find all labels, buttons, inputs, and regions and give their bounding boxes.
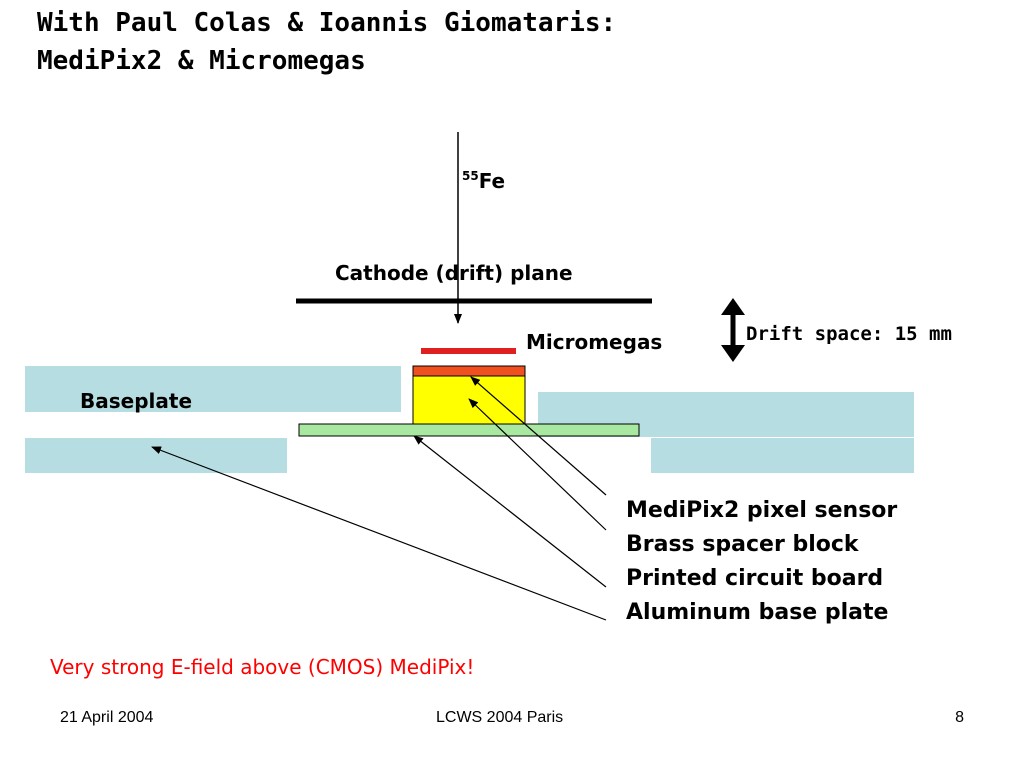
fe55-label: 55Fe	[462, 169, 505, 193]
micromegas-label: Micromegas	[526, 330, 662, 354]
cathode-label: Cathode (drift) plane	[335, 261, 573, 285]
title-line-1: With Paul Colas & Ioannis Giomataris:	[37, 8, 617, 38]
brass-spacer-block	[412, 375, 526, 425]
baseplate-block-lower-left	[25, 438, 287, 473]
legend-item-spacer: Brass spacer block	[626, 532, 859, 557]
pointer-pcb	[413, 435, 607, 588]
fe55-element: Fe	[479, 169, 505, 193]
baseplate-block-lower-right	[651, 438, 914, 473]
drift-space-arrow	[721, 298, 745, 362]
slide-title: With Paul Colas & Ioannis Giomataris: Me…	[37, 4, 616, 80]
footer-page-number: 8	[955, 709, 964, 726]
footer-event: LCWS 2004 Paris	[436, 709, 564, 726]
drift-space-label: Drift space: 15 mm	[746, 323, 952, 345]
efield-note: Very strong E-field above (CMOS) MediPix…	[50, 655, 475, 679]
printed-circuit-board	[298, 423, 640, 437]
baseplate-block-upper-left	[25, 366, 401, 412]
medipix2-sensor	[412, 365, 526, 377]
fe55-mass-number: 55	[462, 169, 479, 183]
baseplate-label: Baseplate	[80, 389, 192, 413]
footer-date: 21 April 2004	[60, 709, 154, 726]
legend-item-sensor: MediPix2 pixel sensor	[626, 498, 898, 523]
pointer-sensor	[470, 376, 607, 496]
legend-item-baseplate: Aluminum base plate	[626, 600, 889, 625]
pointer-baseplate	[151, 446, 607, 621]
component-legend: MediPix2 pixel sensor Brass spacer block…	[626, 494, 897, 630]
legend-item-pcb: Printed circuit board	[626, 566, 884, 591]
pointer-spacer	[468, 398, 607, 531]
title-line-2: MediPix2 & Micromegas	[37, 46, 366, 76]
